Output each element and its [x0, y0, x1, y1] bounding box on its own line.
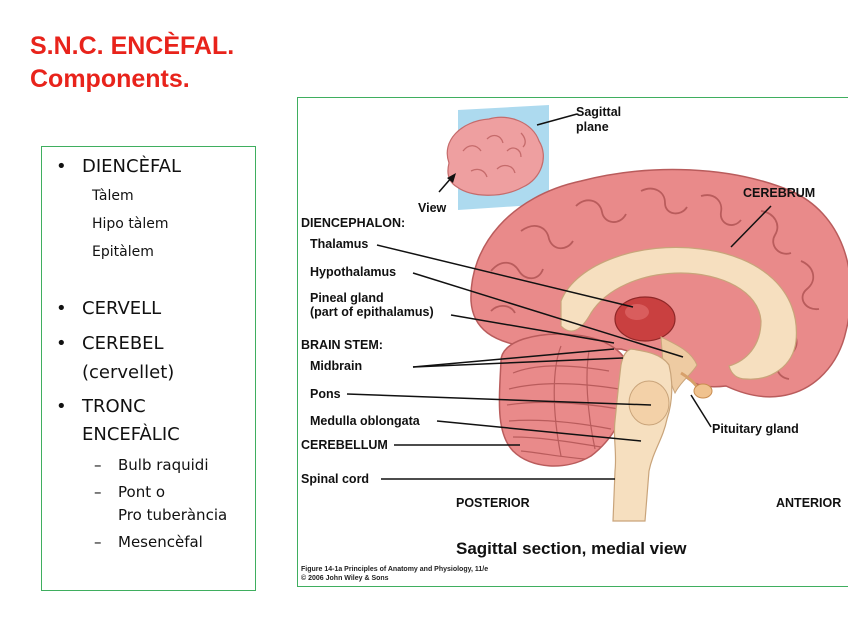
figure-credit-line1: Figure 14-1a Principles of Anatomy and P…	[301, 566, 489, 573]
brain-stem-label: BRAIN STEM:	[301, 338, 383, 352]
thalamus-label: Thalamus	[310, 237, 369, 251]
posterior-label: POSTERIOR	[456, 496, 530, 510]
list-subitem-epitalem: Epitàlem	[92, 244, 154, 260]
pituitary-gland-label: Pituitary gland	[712, 422, 799, 436]
cerebellum-folia	[506, 345, 620, 460]
list-subitem-pont: Pont o	[118, 483, 166, 501]
view-label: View	[418, 201, 447, 215]
sagittal-plane-label: Sagittal plane	[576, 105, 621, 135]
dash-marker: –	[94, 456, 102, 474]
cerebrum-label: CEREBRUM	[743, 186, 816, 200]
title-line-1: S.N.C. ENCÈFAL.	[30, 32, 235, 60]
bullet-marker: •	[56, 333, 67, 354]
brain-figure: Sagittal plane View CEREBRUM DIENCEPHALO…	[297, 97, 848, 587]
anterior-label: ANTERIOR	[776, 496, 842, 510]
medulla-label: Medulla oblongata	[310, 414, 420, 428]
title-line-2: Components.	[30, 65, 190, 93]
dash-marker: –	[94, 533, 102, 551]
bullet-marker: •	[56, 298, 67, 319]
slide-title: S.N.C. ENCÈFAL. Components.	[30, 30, 234, 96]
list-item-encefalic: ENCEFÀLIC	[82, 424, 180, 445]
list-subitem-talem: Tàlem	[92, 188, 134, 204]
sagittal-label-line2: plane	[576, 120, 609, 134]
midbrain-label: Midbrain	[310, 359, 363, 373]
list-item-diencefal: DIENCÈFAL	[82, 156, 181, 177]
diencephalon-label: DIENCEPHALON:	[301, 216, 406, 230]
pons-label: Pons	[310, 387, 341, 401]
list-subitem-hipotalem: Hipo tàlem	[92, 216, 169, 232]
list-subitem-protuberancia: Pro tuberància	[118, 506, 228, 524]
pineal-label-line2: (part of epithalamus)	[310, 305, 434, 319]
bullet-marker: •	[56, 156, 67, 177]
cerebellum-label: CEREBELLUM	[301, 438, 388, 452]
list-subitem-bulb: Bulb raquidi	[118, 456, 209, 474]
list-item-tronc: TRONC	[82, 396, 146, 417]
list-item-cervell: CERVELL	[82, 298, 162, 319]
figure-caption: Sagittal section, medial view	[456, 539, 687, 558]
pineal-gland-label: Pineal gland (part of epithalamus)	[310, 291, 434, 319]
list-subitem-mesencefal: Mesencèfal	[118, 533, 203, 551]
figure-credit-line2: © 2006 John Wiley & Sons	[301, 575, 389, 582]
bullet-list-box	[41, 146, 256, 591]
dash-marker: –	[94, 483, 102, 501]
spinal-cord-label: Spinal cord	[301, 472, 370, 486]
brain-illustration	[346, 105, 848, 522]
bullet-marker: •	[56, 396, 67, 417]
list-item-cerebel: CEREBEL	[82, 333, 164, 354]
leader-lines	[346, 205, 772, 480]
pineal-label-line1: Pineal gland	[310, 291, 384, 305]
list-item-cerebel-note: (cervellet)	[82, 362, 175, 383]
hypothalamus-label: Hypothalamus	[310, 265, 397, 279]
sagittal-label-line1: Sagittal	[576, 105, 622, 119]
sagittal-plane-inset	[446, 105, 549, 210]
